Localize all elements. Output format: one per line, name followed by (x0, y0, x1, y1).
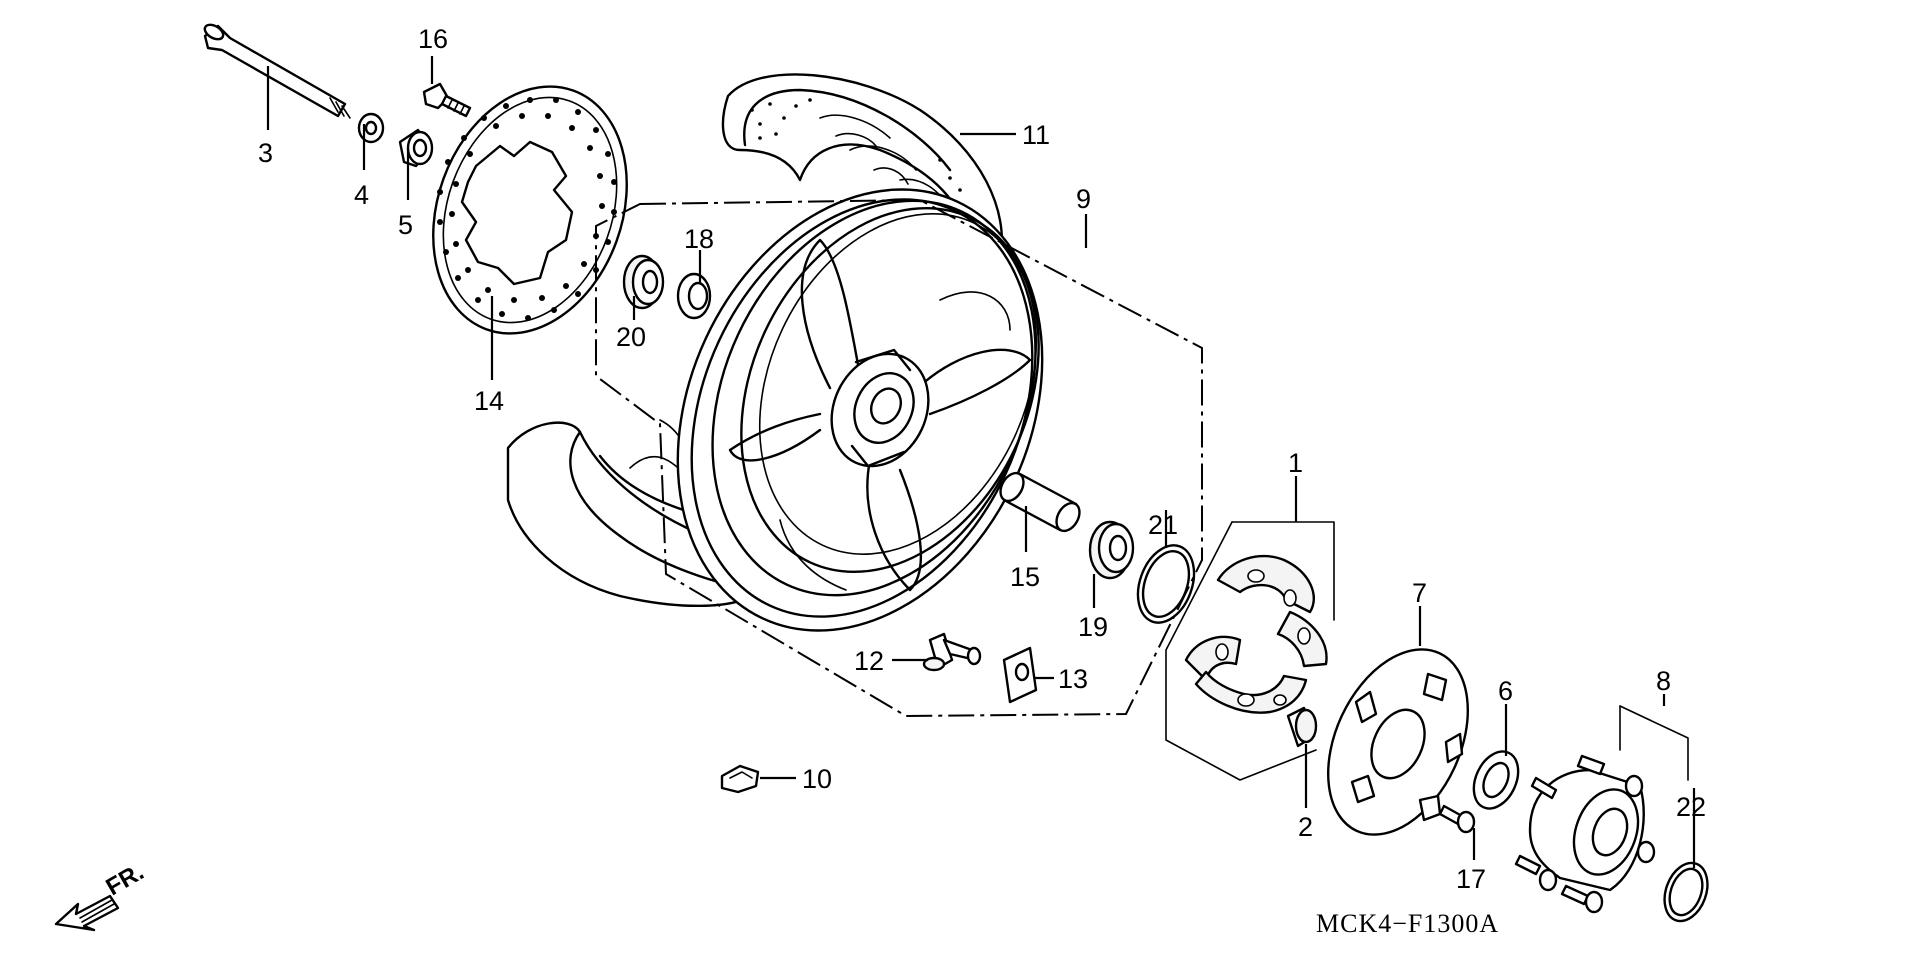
part-16-bolt[interactable] (422, 82, 472, 118)
callout-10: 10 (802, 764, 832, 794)
callout-5: 5 (398, 210, 413, 240)
part-15-distance-collar[interactable] (996, 469, 1084, 535)
callout-7: 7 (1412, 578, 1427, 608)
part-14-brake-disc[interactable] (400, 59, 660, 361)
callout-13: 13 (1058, 664, 1088, 694)
bracket-1 (1165, 521, 1335, 781)
part-22-o-ring[interactable] (1657, 857, 1715, 927)
part-4-washer[interactable] (357, 112, 385, 144)
front-direction-indicator: FR. (54, 858, 149, 932)
callout-11: 11 (1022, 120, 1050, 150)
callout-18: 18 (684, 224, 714, 254)
callout-14: 14 (474, 386, 504, 416)
part-11-tire-upper[interactable] (721, 73, 1004, 262)
part-3-axle[interactable] (202, 22, 351, 119)
callout-4: 4 (354, 180, 369, 210)
callout-15: 15 (1010, 562, 1040, 592)
callout-1: 1 (1288, 448, 1303, 478)
callout-20: 20 (616, 322, 646, 352)
callout-3: 3 (258, 138, 273, 168)
part-20-bearing[interactable] (622, 254, 665, 310)
leader-lines (266, 56, 1696, 868)
front-arrow-icon (54, 894, 120, 932)
part-13-balance-weight[interactable] (1002, 646, 1038, 704)
callout-labels: 3 4 5 16 11 9 18 20 14 15 21 19 12 13 10… (258, 24, 1706, 894)
bracket-8 (1619, 705, 1689, 781)
part-7-hub-plate[interactable] (1300, 627, 1495, 857)
part-17-bolt[interactable] (1438, 804, 1476, 834)
callout-9: 9 (1076, 184, 1091, 214)
part-19-bearing[interactable] (1088, 520, 1135, 580)
part-5-collar[interactable] (398, 128, 434, 168)
part-10-clip[interactable] (720, 764, 760, 794)
part-2-collar[interactable] (1286, 706, 1318, 748)
part-6-washer[interactable] (1465, 744, 1527, 815)
part-1-wheel-dampers[interactable] (1184, 554, 1328, 714)
part-21-o-ring[interactable] (1128, 538, 1204, 631)
callout-2: 2 (1298, 812, 1313, 842)
drawing-code: MCK4−F1300A (1316, 909, 1499, 938)
callout-17: 17 (1456, 864, 1486, 894)
part-12-air-valve[interactable] (922, 632, 982, 672)
callout-21: 21 (1148, 510, 1178, 540)
callout-19: 19 (1078, 612, 1108, 642)
callout-8: 8 (1656, 666, 1671, 696)
part-8-driven-flange[interactable] (1514, 754, 1656, 914)
disc-holes (437, 97, 617, 321)
callout-6: 6 (1498, 676, 1513, 706)
callout-16: 16 (418, 24, 448, 54)
callout-12: 12 (854, 646, 884, 676)
part-18-oil-seal[interactable] (676, 272, 712, 320)
front-label: FR. (102, 858, 149, 901)
callout-22: 22 (1676, 792, 1706, 822)
